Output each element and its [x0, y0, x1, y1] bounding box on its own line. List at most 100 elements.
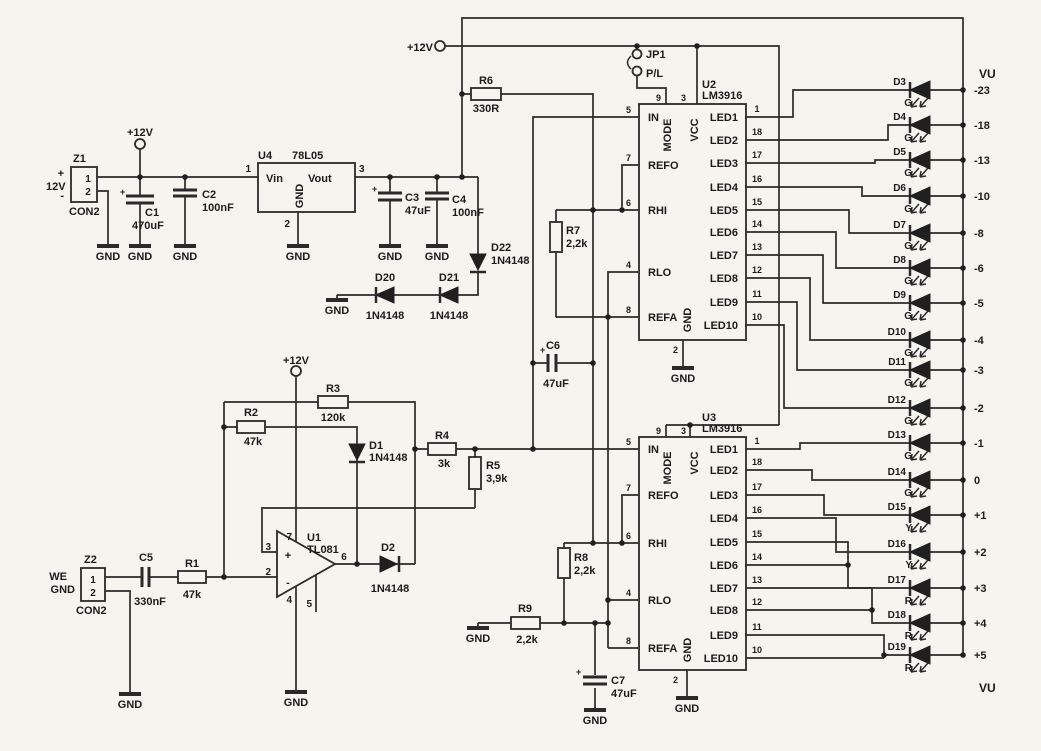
pin-label: REFA — [648, 312, 677, 324]
c5-val: 330nF — [134, 596, 166, 608]
led-symbol — [908, 645, 931, 665]
junction-dot — [960, 477, 966, 483]
v12-label-opamp: +12V — [283, 355, 310, 367]
ic-u2-labels: U2LM39165IN7REFO6RHI4RLO8REFA1LED118LED2… — [626, 79, 762, 355]
vu-scale-value: -2 — [974, 403, 984, 415]
led-symbol — [908, 330, 931, 350]
vu-scale-value: -8 — [974, 228, 984, 240]
resistor-r5 — [468, 456, 482, 490]
led-emission-arrows — [910, 415, 929, 426]
resistor-r8 — [557, 547, 571, 579]
gnd-label: GND — [671, 373, 696, 385]
led-column: D3G-23D4G-18D5G-13D6G-10D7G-8D8G-6D9G-5D… — [888, 77, 990, 674]
c3-val: 47uF — [405, 205, 431, 217]
c3-plus-mark: + — [372, 184, 377, 194]
u1-pin3: 3 — [265, 542, 271, 553]
z1-type: CON2 — [69, 206, 100, 218]
junction-dots — [137, 43, 887, 658]
terminals — [134, 40, 446, 377]
z2-sig: WE — [49, 571, 67, 583]
pin-number: 13 — [752, 242, 762, 252]
pin-number: 3 — [681, 426, 686, 436]
pin-label: LED9 — [710, 630, 738, 642]
led-ref: D12 — [888, 395, 907, 406]
pin-number: 8 — [626, 636, 631, 646]
vu-label-top: VU — [979, 67, 996, 81]
c2-ref: C2 — [202, 189, 216, 201]
junction-dot — [960, 440, 966, 446]
u4-pin2: 2 — [284, 219, 290, 230]
d2-val: 1N4148 — [371, 583, 410, 595]
led-emission-arrows — [910, 347, 929, 358]
vu-label-bottom: VU — [979, 681, 996, 695]
gnd-label: GND — [378, 251, 403, 263]
z1-pin1: 1 — [85, 174, 91, 185]
jumper-jp1[interactable] — [626, 48, 643, 77]
resistor-r6 — [470, 87, 502, 101]
led-color: Y — [905, 523, 912, 534]
diode-d21 — [438, 286, 459, 304]
pin-number: 5 — [626, 437, 631, 447]
led-color: G — [904, 276, 912, 287]
led-ref: D18 — [888, 610, 907, 621]
led-color: R — [905, 631, 913, 642]
led-ref: D15 — [888, 502, 907, 513]
pin-number: 4 — [626, 588, 631, 598]
junction-dot — [960, 367, 966, 373]
u4-ref: U4 — [258, 150, 273, 162]
led-d5: D5G-13 — [893, 147, 990, 179]
pin-number: 6 — [626, 198, 631, 208]
r6-val: 330R — [473, 103, 499, 115]
r3-val: 120k — [321, 412, 346, 424]
led-color: G — [904, 311, 912, 322]
led-ref: D10 — [888, 327, 907, 338]
connector-z1 — [70, 166, 98, 203]
pin-number: 11 — [752, 622, 762, 632]
pin-label: LED2 — [710, 135, 738, 147]
led-ref: D14 — [888, 467, 907, 478]
v12-terminal-opamp — [290, 365, 302, 377]
led-emission-arrows — [910, 487, 929, 498]
junction-dot — [960, 230, 966, 236]
led-d6: D6G-10 — [893, 183, 990, 215]
vcc-pin-label: VCC — [689, 451, 701, 474]
u1-pin6: 6 — [341, 552, 347, 563]
c4-ref: C4 — [452, 194, 467, 206]
resistor-r3 — [317, 395, 349, 409]
ic-u2-body — [638, 103, 747, 341]
r5-ref: R5 — [486, 460, 500, 472]
pin-label: IN — [648, 444, 659, 456]
led-color: G — [904, 133, 912, 144]
u4-pin1: 1 — [245, 164, 251, 175]
vu-scale-value: -5 — [974, 298, 984, 310]
z1-volt: 12V — [46, 181, 66, 193]
r3-ref: R3 — [326, 383, 340, 395]
vcc-pin-label: VCC — [689, 118, 701, 141]
led-symbol — [908, 470, 931, 490]
led-symbol — [908, 398, 931, 418]
led-emission-arrows — [910, 275, 929, 286]
mode-pin-label: MODE — [662, 119, 674, 152]
led-symbol — [908, 293, 931, 313]
c4-val: 100nF — [452, 207, 484, 219]
d2-ref: D2 — [381, 542, 395, 554]
z1-plus: + — [58, 168, 64, 180]
junction-dot — [960, 157, 966, 163]
led-ref: D16 — [888, 539, 907, 550]
gnd-label: GND — [675, 703, 700, 715]
u1-ref: U1 — [307, 532, 321, 544]
ic-ref: U2 — [702, 79, 716, 91]
pin-number: 17 — [752, 482, 762, 492]
gnd-pin-label: GND — [682, 308, 694, 333]
led-symbol — [908, 223, 931, 243]
u4-pin3: 3 — [359, 164, 365, 175]
capacitor-c6 — [546, 354, 558, 372]
pin-number: 10 — [752, 645, 762, 655]
junction-dot — [960, 265, 966, 271]
